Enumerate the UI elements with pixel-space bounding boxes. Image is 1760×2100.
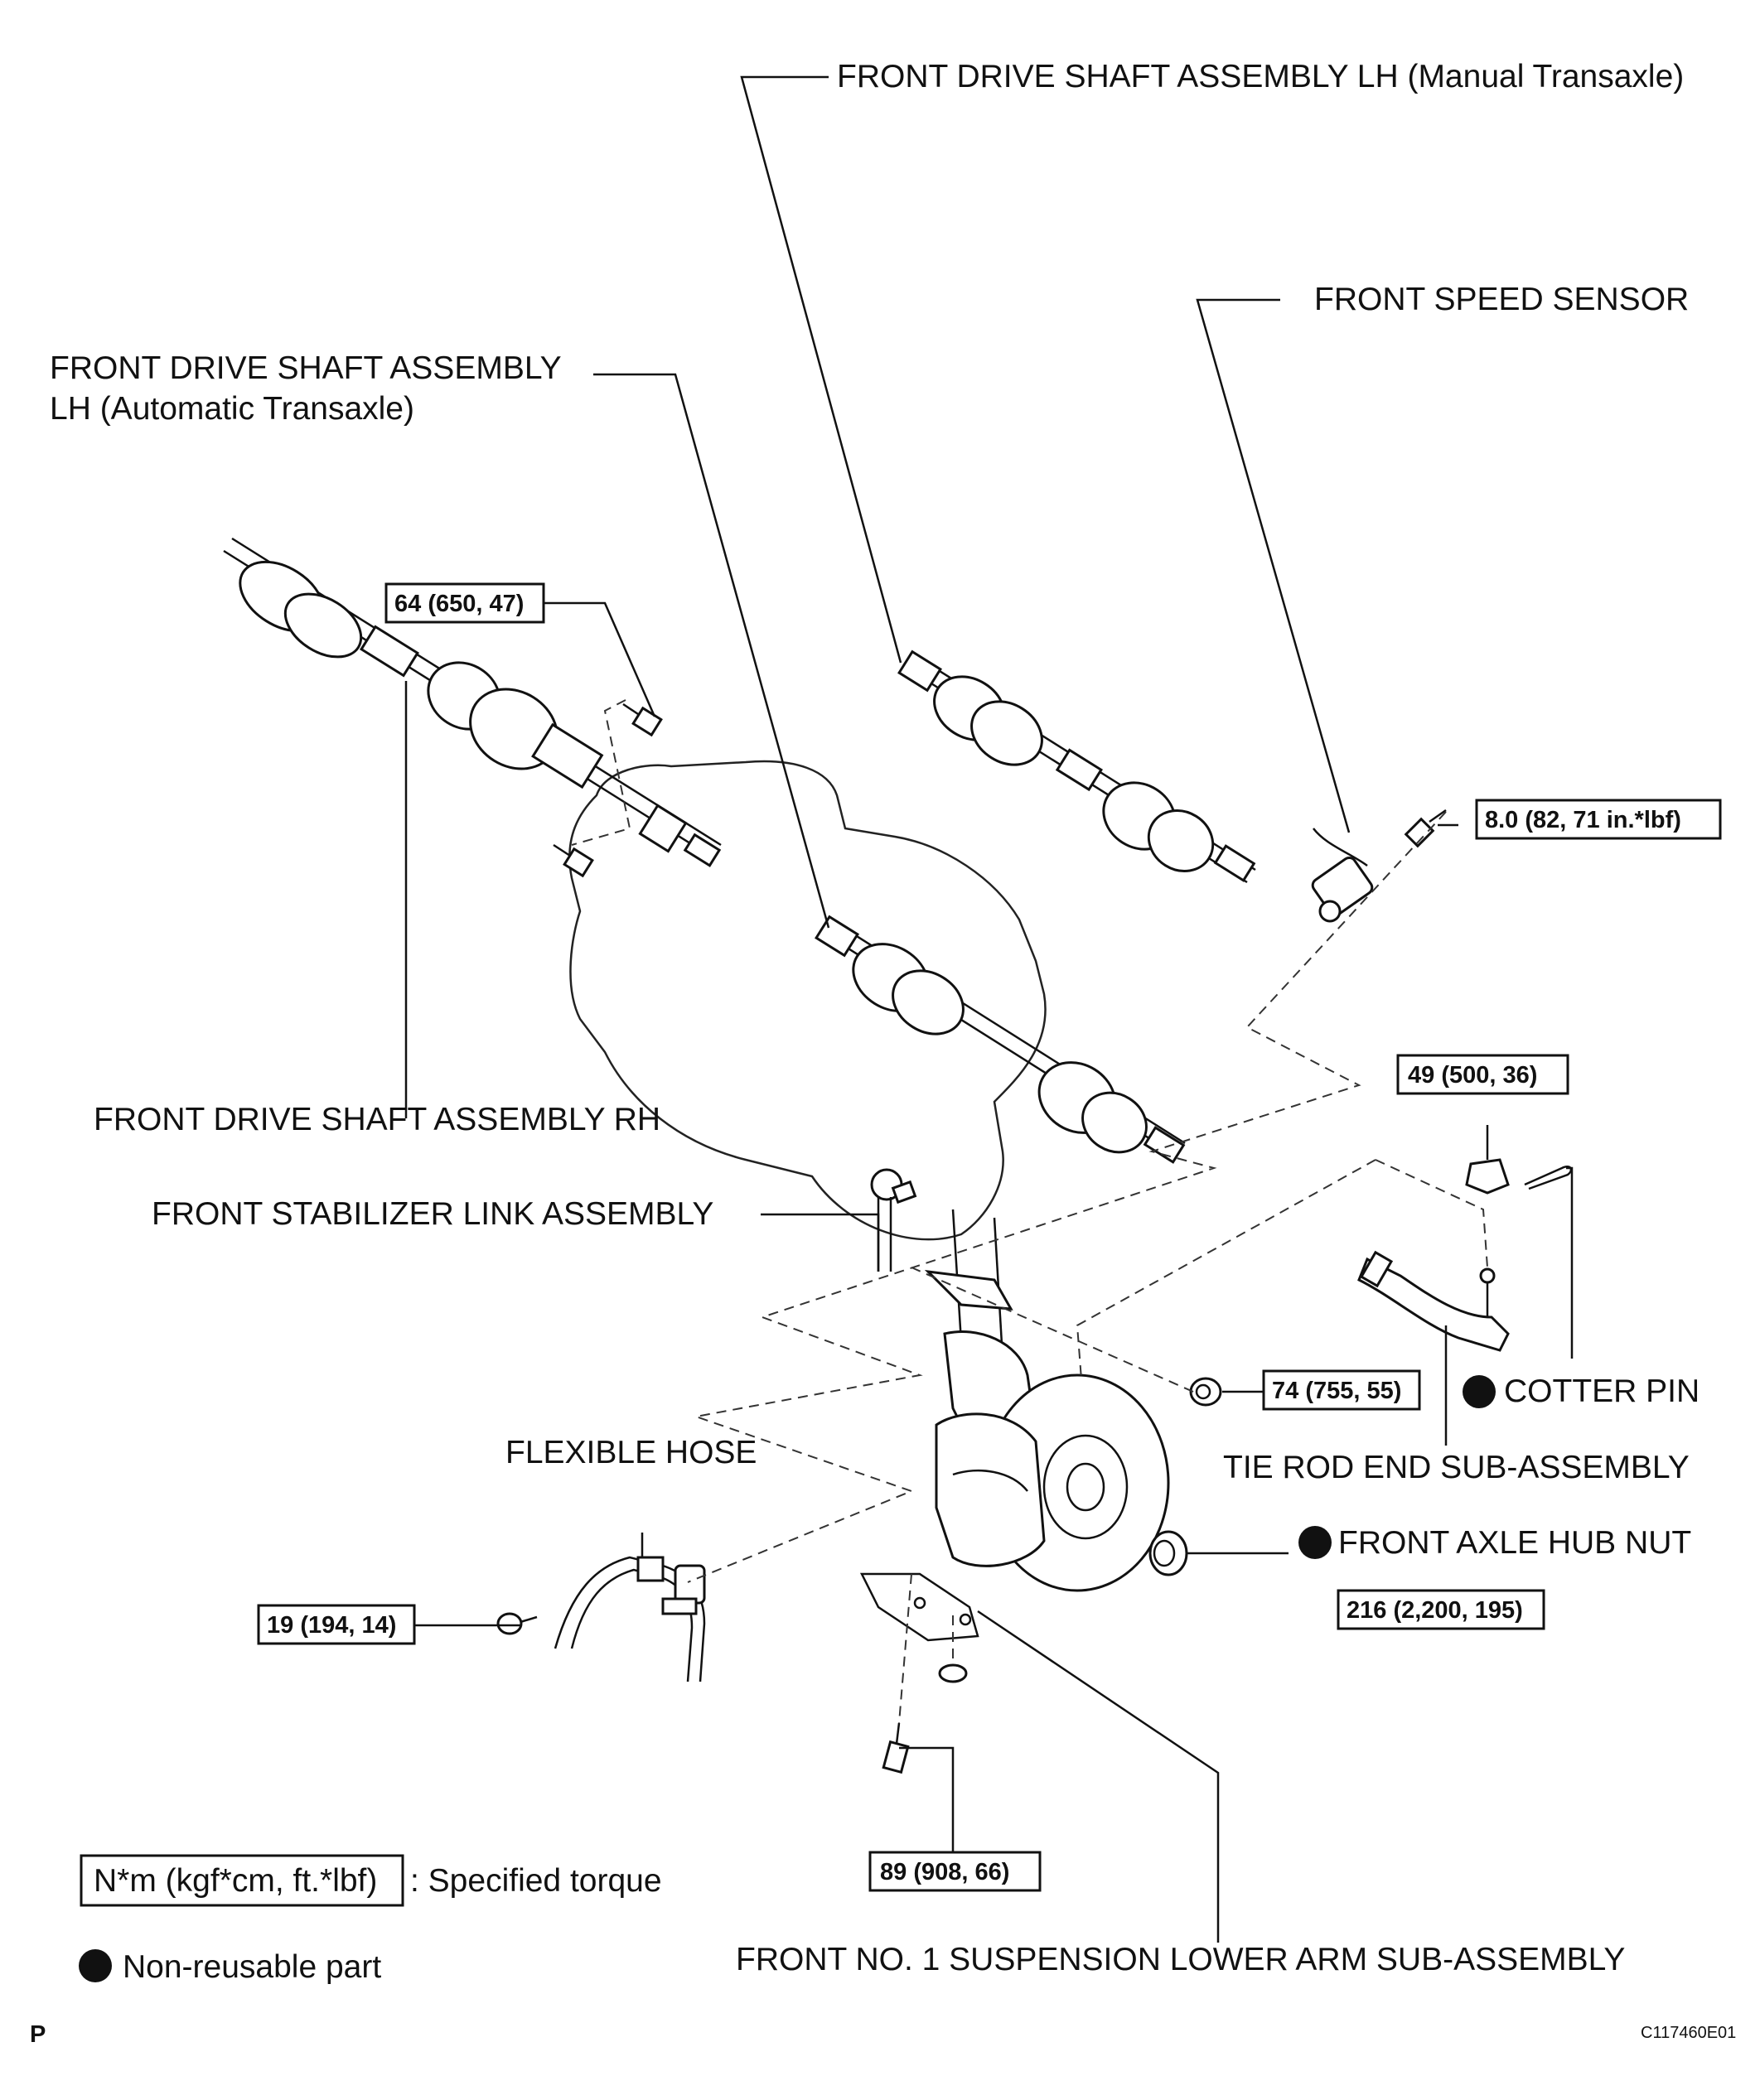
torque-box-8: 8.0 (82, 71 in.*lbf) [1475, 799, 1722, 840]
torque-box-89: 89 (908, 66) [868, 1851, 1042, 1892]
label-cotter-pin: COTTER PIN [1504, 1373, 1700, 1409]
bolt-dash-guide [571, 699, 631, 846]
torque-74: 74 (755, 55) [1272, 1378, 1401, 1404]
torque-box-74: 74 (755, 55) [1262, 1369, 1421, 1411]
label-drive-shaft-lh-auto-line2: LH (Automatic Transaxle) [50, 391, 414, 427]
castle-nut [1465, 1158, 1510, 1195]
label-tie-rod-end: TIE ROD END SUB-ASSEMBLY [1223, 1450, 1690, 1485]
torque-box-216: 216 (2,200, 195) [1337, 1589, 1545, 1630]
speed-sensor [1311, 828, 1374, 923]
label-drive-shaft-lh-manual: FRONT DRIVE SHAFT ASSEMBLY LH (Manual Tr… [837, 59, 1684, 94]
nonreusable-marker-axle-hub-nut [1298, 1526, 1332, 1559]
nut-74 [1189, 1377, 1222, 1407]
bolt-8 [1404, 809, 1447, 848]
torque-216: 216 (2,200, 195) [1347, 1597, 1523, 1624]
page-mark: P [30, 2021, 46, 2048]
label-drive-shaft-rh: FRONT DRIVE SHAFT ASSEMBLY RH [94, 1102, 660, 1137]
label-lower-arm: FRONT NO. 1 SUSPENSION LOWER ARM SUB-ASS… [736, 1942, 1625, 1977]
bolt-19 [496, 1612, 538, 1635]
torque-box-19: 19 (194, 14) [257, 1604, 416, 1645]
drive-shaft-lh-manual [897, 649, 1256, 884]
legend: N*m (kgf*cm, ft.*lbf) : Specified torque… [79, 1854, 662, 1985]
figure-id: C117460E01 [1641, 2024, 1736, 2042]
legend-nonreusable-dot [79, 1949, 112, 1982]
torque-19: 19 (194, 14) [267, 1612, 396, 1639]
torque-89: 89 (908, 66) [880, 1859, 1009, 1885]
lower-arm-bracket [859, 1572, 979, 1642]
flexible-hose-part [554, 1556, 706, 1682]
drive-shaft-rh [223, 537, 722, 867]
nut-89 [938, 1663, 968, 1683]
axle-hub-nut-part [1148, 1530, 1188, 1576]
legend-torque-unit: N*m (kgf*cm, ft.*lbf) [94, 1863, 377, 1899]
drive-shaft-lh-automatic [815, 915, 1186, 1164]
torque-box-49: 49 (500, 36) [1396, 1054, 1569, 1095]
leader-lines [404, 75, 1574, 1943]
tie-rod-end-part [1357, 1250, 1510, 1352]
label-drive-shaft-lh-auto-line1: FRONT DRIVE SHAFT ASSEMBLY [50, 350, 562, 386]
transaxle-outline [568, 760, 1047, 1241]
legend-torque-desc: : Specified torque [410, 1863, 662, 1899]
label-front-axle-hub-nut: FRONT AXLE HUB NUT [1338, 1525, 1691, 1561]
torque-box-64: 64 (650, 47) [384, 582, 545, 624]
torque-8: 8.0 (82, 71 in.*lbf) [1485, 807, 1681, 833]
bolt-64-lower [553, 843, 594, 878]
legend-nonreusable: Non-reusable part [123, 1949, 381, 1985]
torque-49: 49 (500, 36) [1408, 1062, 1537, 1089]
label-flexible-hose: FLEXIBLE HOSE [505, 1435, 757, 1470]
cotter-pin-part [1524, 1166, 1573, 1190]
assembly-guides [687, 811, 1488, 1724]
bolt-89 [882, 1722, 910, 1774]
bolt-64-upper [622, 702, 663, 737]
label-front-speed-sensor: FRONT SPEED SENSOR [1314, 282, 1689, 317]
brake-caliper [935, 1412, 1046, 1567]
nonreusable-marker-cotter-pin [1463, 1375, 1496, 1408]
torque-64: 64 (650, 47) [394, 591, 524, 617]
label-stabilizer-link: FRONT STABILIZER LINK ASSEMBLY [152, 1196, 713, 1232]
